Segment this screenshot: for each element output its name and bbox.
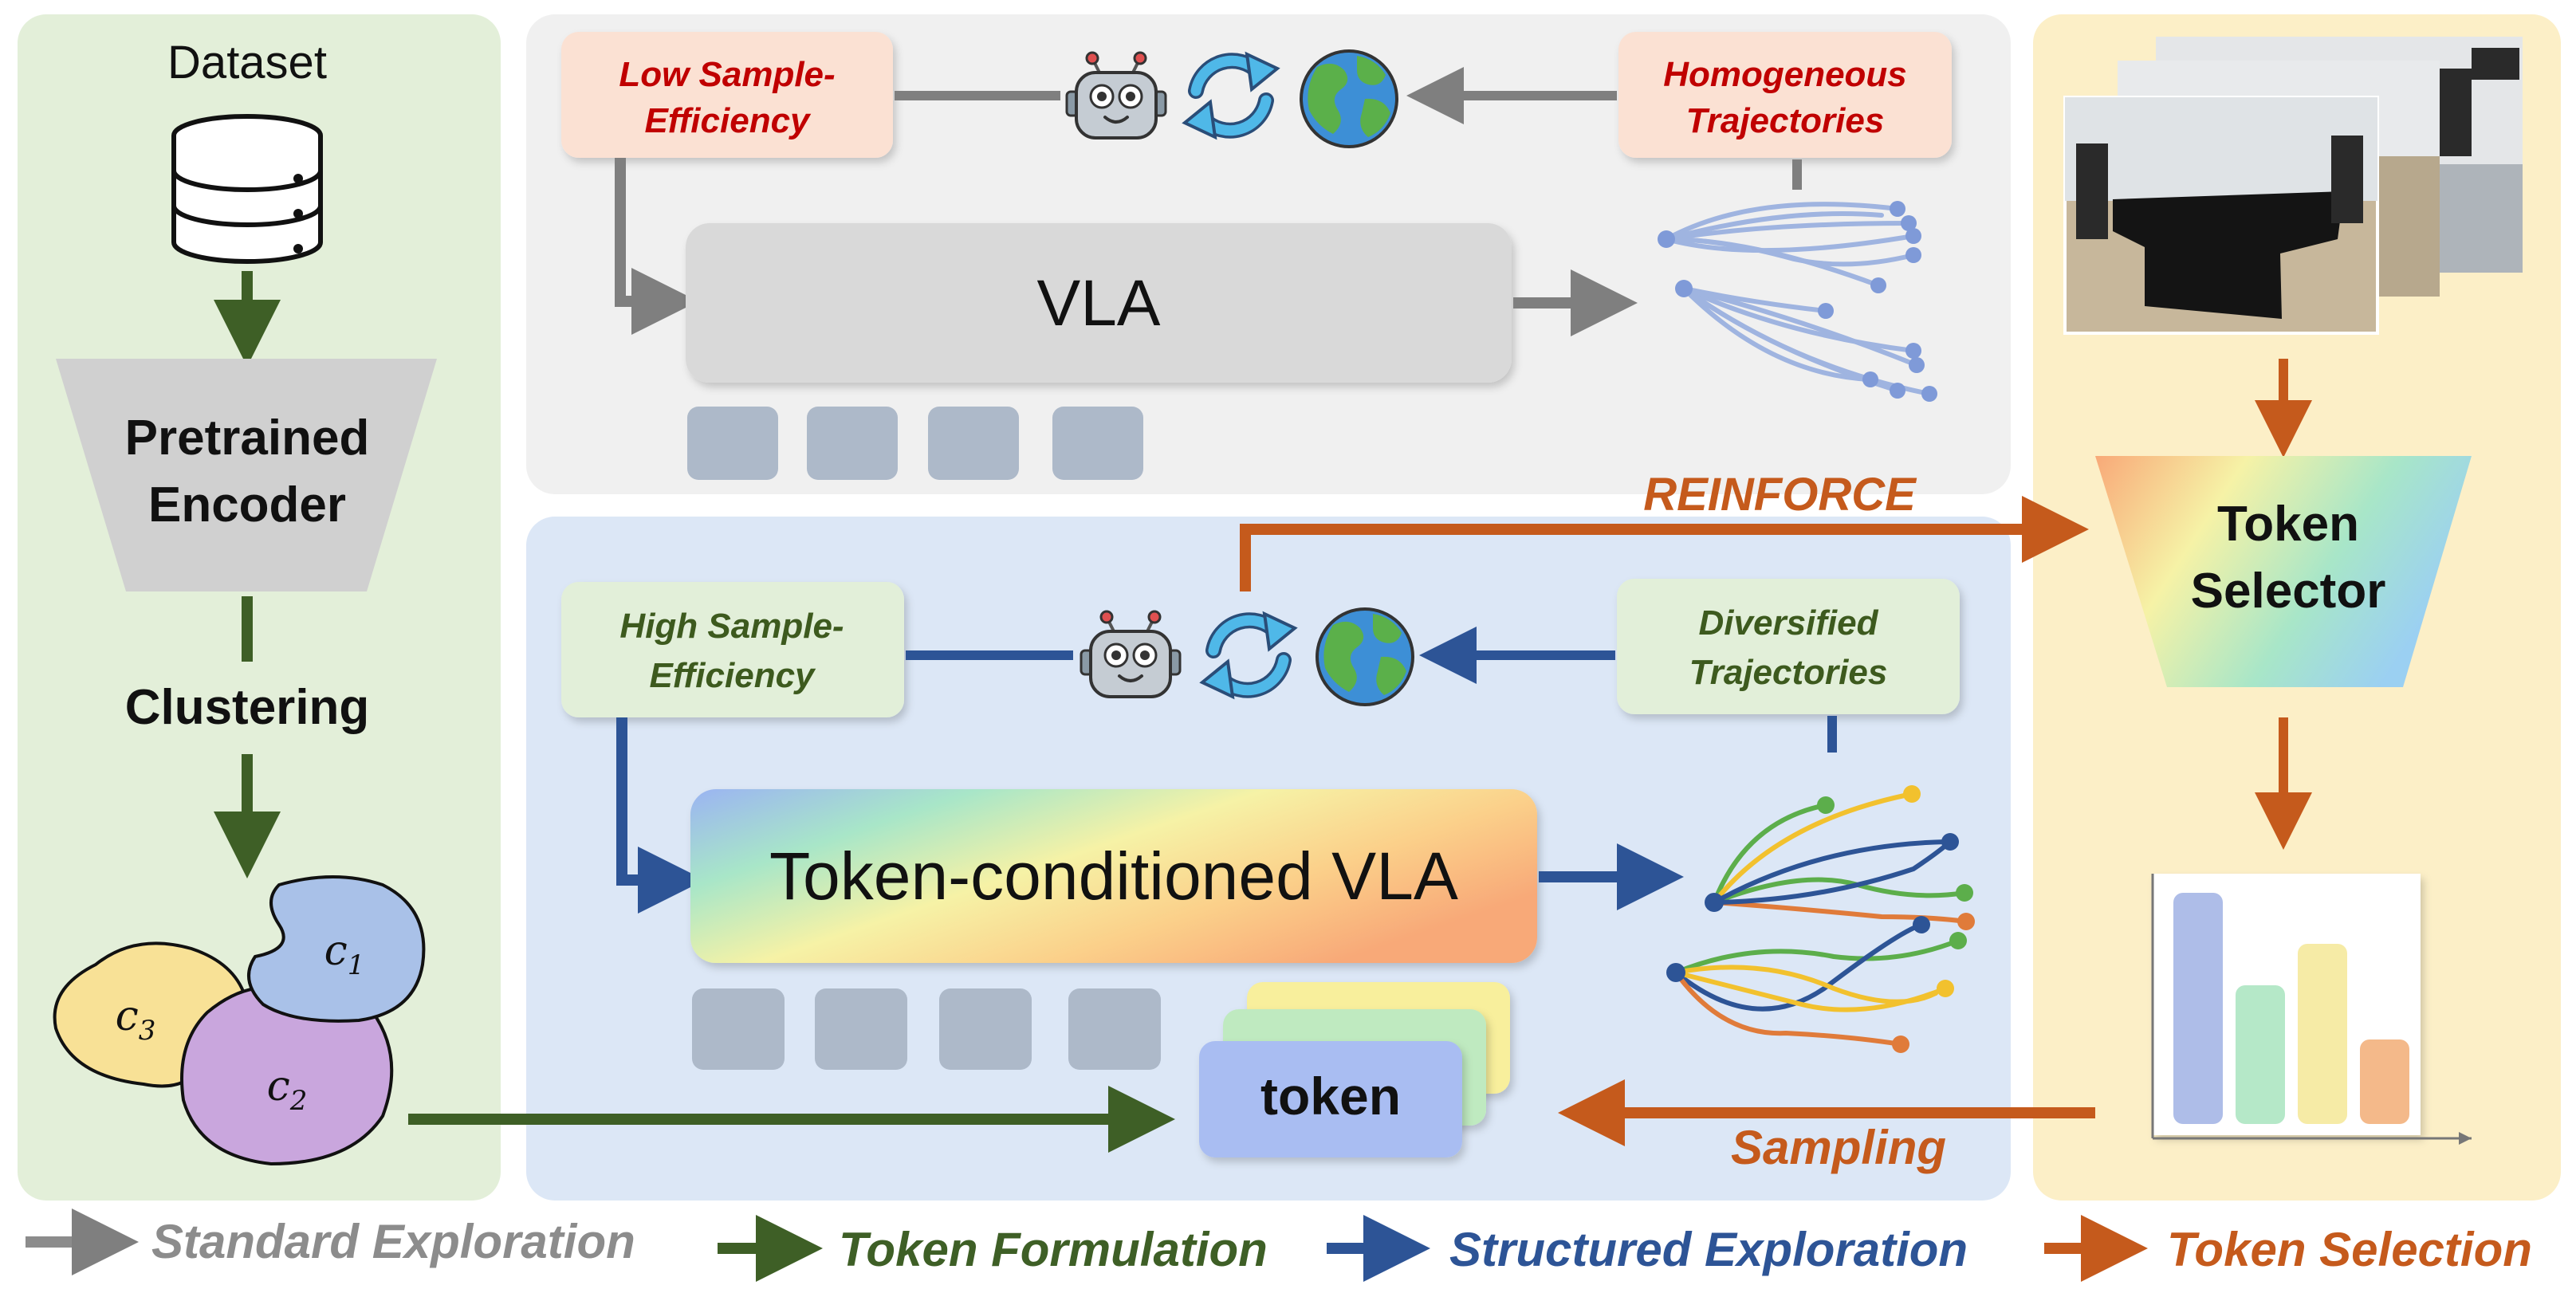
histogram-bar-2 [2236,985,2285,1124]
high-efficiency-box [561,582,904,717]
homogeneous-trajectories-plot [1658,201,1937,402]
selector-label-line1: Token [2217,497,2359,552]
homogeneous-box [1618,32,1952,158]
diversified-box [1617,579,1960,714]
blue-arrow-higheff-tokenvla [616,717,705,914]
tvla-token-slot-2 [815,988,907,1070]
histogram-bar-4 [2360,1039,2409,1124]
low-efficiency-line1: Low Sample- [619,55,835,94]
vla-token-slot-2 [807,407,898,480]
diversified-line1: Diversified [1699,603,1879,643]
vla-token-slot-4 [1052,407,1143,480]
legend-label-structured: Structured Exploration [1449,1223,1968,1276]
cluster-c1-label: c1 [324,927,365,981]
globe-icon [1300,49,1398,148]
database-icon [174,116,321,261]
token-vla-label: Token-conditioned VLA [769,839,1458,914]
reinforce-label: REINFORCE [1643,469,1917,521]
cluster-c3-label: c3 [116,992,156,1047]
token-histogram [2151,874,2472,1145]
vla-token-slot-1 [687,407,778,480]
encoder-label-line2: Encoder [148,477,346,532]
homogeneous-line1: Homogeneous [1663,55,1907,94]
diversified-line2: Trajectories [1689,653,1888,692]
high-efficiency-line2: Efficiency [649,656,816,695]
diversified-trajectories-plot [1666,785,1975,1053]
low-efficiency-line2: Efficiency [644,101,812,140]
token-card-front [1199,1041,1462,1157]
robot-camera-images [2063,37,2523,335]
high-efficiency-line1: High Sample- [619,607,844,646]
low-efficiency-box [561,32,893,158]
tvla-token-slot-4 [1068,988,1161,1070]
dataset-label: Dataset [167,37,327,88]
legend-label-token-selection: Token Selection [2167,1223,2532,1276]
gray-arrow-loweff-vla [615,158,698,335]
homogeneous-line2: Trajectories [1686,101,1885,140]
encoder-label-line1: Pretrained [125,411,370,466]
pretrained-encoder-trapezoid [56,359,437,591]
tvla-token-slot-3 [939,988,1032,1070]
globe-icon-bottom [1316,607,1414,706]
tvla-token-slot-1 [692,988,785,1070]
selector-label-line2: Selector [2191,564,2386,619]
vla-label: VLA [1037,267,1161,340]
sampling-label: Sampling [1731,1121,1946,1174]
vla-token-slot-3 [928,407,1019,480]
legend: Standard Exploration Token Formulation S… [26,1208,2532,1282]
cluster-c2-label: c2 [267,1063,308,1117]
legend-label-standard: Standard Exploration [151,1215,635,1268]
clustering-label: Clustering [125,680,370,735]
token-selector-trapezoid [2095,456,2472,687]
legend-label-token-formulation: Token Formulation [839,1223,1268,1276]
histogram-bar-1 [2173,893,2223,1124]
orange-arrow-reinforce [1240,496,2089,591]
cluster-c1-blob [247,875,426,1023]
vla-box [686,223,1512,383]
token-label: token [1260,1067,1401,1126]
token-vla-box [690,789,1537,963]
histogram-bar-3 [2298,944,2347,1124]
